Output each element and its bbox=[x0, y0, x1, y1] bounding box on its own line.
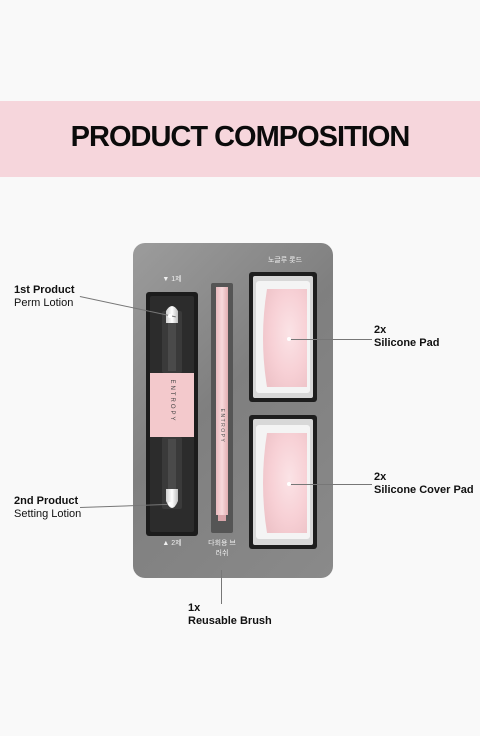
bottle-label-band bbox=[150, 373, 194, 437]
brush-korean-label: 다회용 브러쉬 bbox=[208, 540, 236, 557]
silicone-pad-label: 2x Silicone Pad bbox=[374, 324, 439, 350]
tray-illustration bbox=[146, 272, 317, 549]
step2-marker: ▲ 2제 bbox=[162, 540, 182, 547]
silicone-pad-qty: 2x bbox=[374, 324, 387, 336]
leader-line-pad bbox=[290, 339, 372, 340]
leader-dot-first bbox=[168, 314, 172, 318]
second-product-title: 2nd Product bbox=[14, 495, 79, 507]
first-product-title: 1st Product bbox=[14, 284, 75, 296]
tray-top-label: 노글루 롯드 bbox=[267, 257, 303, 264]
product-tray: 노글루 롯드 ▼ 1제 ▲ 2제 ENTROPY ENTROPY 다회용 브러쉬 bbox=[133, 243, 333, 578]
brush-label: 1x Reusable Brush bbox=[188, 602, 272, 628]
leader-line-brush bbox=[221, 570, 222, 604]
first-product-label: 1st Product Perm Lotion bbox=[14, 284, 75, 310]
leader-line-cover bbox=[290, 484, 372, 485]
brush-qty: 1x bbox=[188, 602, 201, 614]
brush-name: Reusable Brush bbox=[188, 615, 272, 627]
leader-dot-pad bbox=[287, 337, 291, 341]
step1-marker: ▼ 1제 bbox=[162, 276, 182, 283]
cover-pad-qty: 2x bbox=[374, 471, 387, 483]
second-product-sub: Setting Lotion bbox=[14, 508, 82, 520]
brush-body bbox=[216, 287, 228, 515]
silicone-pad-name: Silicone Pad bbox=[374, 337, 440, 349]
silicone-pad-shape bbox=[263, 289, 307, 387]
title-banner: PRODUCT COMPOSITION bbox=[0, 101, 480, 177]
leader-dot-cover bbox=[287, 482, 291, 486]
bottle-brand-text: ENTROPY bbox=[169, 379, 175, 423]
second-product-label: 2nd Product Setting Lotion bbox=[14, 495, 81, 521]
brush-brand-text: ENTROPY bbox=[219, 408, 225, 444]
cover-pad-shape bbox=[263, 433, 307, 533]
cover-pad-name: Silicone Cover Pad bbox=[374, 484, 474, 496]
leader-dot-second bbox=[168, 502, 172, 506]
page-title: PRODUCT COMPOSITION bbox=[70, 121, 411, 153]
cover-pad-label: 2x Silicone Cover Pad bbox=[374, 471, 474, 497]
first-product-sub: Perm Lotion bbox=[14, 297, 74, 309]
